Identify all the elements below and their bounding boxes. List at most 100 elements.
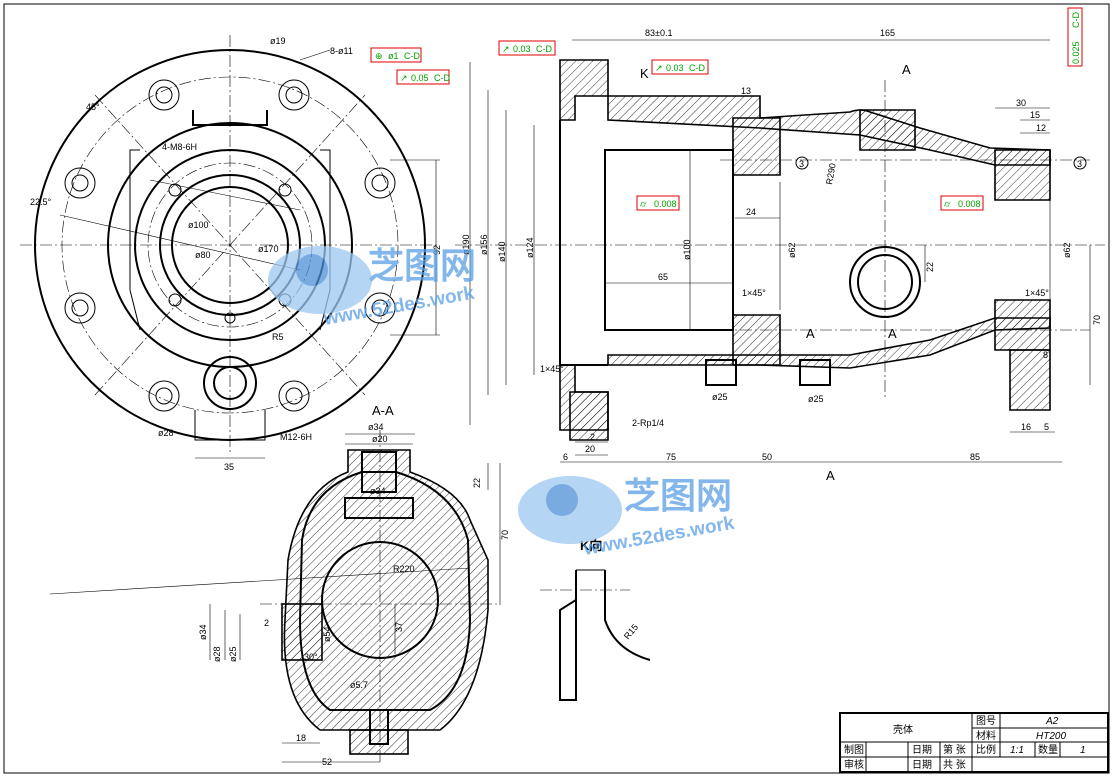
dim-d34c: ø34: [198, 624, 208, 640]
tol-pos-ref: C-D: [404, 51, 420, 61]
dim-d85: 85: [970, 452, 980, 462]
title-drawing-no-label: 图号: [976, 715, 996, 727]
dim-chamfer2: 1×45°: [742, 288, 766, 298]
title-sheet: 第 张: [943, 743, 966, 756]
dim-d25a: ø25: [712, 392, 728, 402]
dim-d28h: ø28: [212, 646, 222, 662]
dim-d165: 165: [880, 28, 895, 38]
mark-a-mid: A: [806, 326, 815, 341]
end-view: [20, 35, 440, 459]
dim-d170: ø170: [258, 244, 279, 254]
dim-d35: 35: [224, 462, 234, 472]
title-drawing-no: A2: [1045, 716, 1059, 727]
title-material: HT200: [1036, 731, 1066, 742]
dim-d34a: ø34: [368, 422, 384, 432]
dim-thread-m12: M12-6H: [280, 432, 312, 442]
dim-d124: ø124: [525, 237, 535, 258]
title-date: 日期: [912, 744, 932, 756]
title-qty: 1: [1080, 745, 1086, 756]
dim-d52: 52: [322, 757, 332, 767]
tol-runout-0025: 0.025 C-D: [1067, 7, 1083, 67]
dim-d65: 65: [658, 272, 668, 282]
title-drawn: 制图: [844, 743, 864, 756]
watermark-top: 芝图网 www.52des.work: [268, 245, 476, 330]
mark-k: K: [640, 66, 649, 81]
tol-005-value: 0.05: [411, 73, 429, 83]
dim-d34b: ø34: [370, 486, 386, 496]
title-qty-label: 数量: [1038, 743, 1058, 756]
svg-text:⌭: ⌭: [640, 199, 647, 209]
dim-d2b: 2: [264, 618, 269, 628]
title-scale-label: 比例: [976, 743, 996, 756]
section-a-a-label: A-A: [372, 403, 394, 418]
dim-d28: ø28: [158, 428, 174, 438]
dim-d62b: ø62: [1062, 242, 1072, 258]
tol-runout-005: ↗ 0.05 C-D: [396, 69, 450, 85]
dim-angle45: 45°: [86, 102, 100, 112]
title-date2: 日期: [912, 759, 932, 771]
dim-r290: R290: [824, 162, 838, 185]
dim-d24: 24: [746, 207, 756, 217]
tol-cyl-left-value: 0.008: [654, 199, 677, 209]
svg-text:↗: ↗: [400, 73, 408, 83]
dim-d80: ø80: [195, 250, 211, 260]
dim-r15: R15: [622, 622, 640, 641]
dim-d100h: ø100: [682, 239, 692, 260]
title-scale: 1:1: [1010, 745, 1024, 756]
dim-d18: 18: [296, 733, 306, 743]
dim-d83: 83±0.1: [645, 28, 672, 38]
tol-005-ref: C-D: [434, 73, 450, 83]
tol-0025-value: 0.025: [1071, 41, 1081, 64]
dim-d20b: ø20: [372, 434, 388, 444]
datum-mark-right: 3: [1077, 159, 1082, 169]
title-checked: 审核: [844, 758, 864, 771]
tolerance-frames: ⊕ ø1 C-D ↗ 0.05 C-D ↗ 0.03 C-D ↗ 0.03 C-…: [370, 7, 1083, 211]
dim-d22b: 22: [472, 478, 482, 488]
dim-d50: 50: [762, 452, 772, 462]
tol-pos-value: ø1: [388, 51, 399, 61]
dim-d25h: ø25: [228, 646, 238, 662]
svg-text:↗: ↗: [655, 63, 663, 73]
title-block: 壳体 图号 A2 材料 HT200 比例 1:1 数量 1 制图 审核 日期 日…: [839, 712, 1109, 773]
tol-runout-003-a: ↗ 0.03 C-D: [498, 40, 556, 56]
dim-d16: 16: [1021, 422, 1031, 432]
dimension-texts: ø19 8-ø11 45° 22.5° 4-M8-6H ø100 ø80 ø17…: [30, 28, 1102, 767]
datum-mark-left: 3: [799, 159, 804, 169]
tol-0025-ref: C-D: [1071, 12, 1081, 28]
dim-d2: 2: [590, 432, 595, 442]
title-material-label: 材料: [976, 729, 996, 742]
dim-d57: ø5.7: [350, 680, 368, 690]
tol-003-value: 0.03: [513, 44, 531, 54]
dim-d6: 6: [563, 452, 568, 462]
svg-text:⌭: ⌭: [944, 199, 951, 209]
dim-d22: 22: [925, 262, 935, 272]
tol-cyl-right: ⌭ 0.008: [940, 195, 984, 211]
dim-d156: ø156: [479, 234, 489, 255]
dim-d140: ø140: [497, 241, 507, 262]
watermark-brand-top: 芝图网: [368, 245, 476, 286]
dim-d62: ø62: [787, 242, 797, 258]
dim-d75: 75: [666, 452, 676, 462]
dim-d19: ø19: [270, 36, 286, 46]
dim-d100: ø100: [188, 220, 209, 230]
dim-d25b: ø25: [808, 394, 824, 404]
dim-d12: 12: [1036, 123, 1046, 133]
dim-chamfer3: 1×45°: [1025, 288, 1049, 298]
tol-position: ⊕ ø1 C-D: [370, 47, 422, 63]
dim-d37: 37: [394, 622, 404, 632]
dim-d30: 30: [1016, 98, 1026, 108]
svg-text:⊕: ⊕: [375, 51, 383, 61]
dim-d92: 92: [432, 245, 442, 255]
view-labels: A-A K向 K A A A A 3 3: [372, 62, 1087, 553]
dim-d30deg: 30°: [304, 652, 318, 662]
dim-d70: 70: [1092, 315, 1102, 325]
dim-rp: 2-Rp1/4: [632, 418, 664, 428]
section-a-a-view: [49, 430, 501, 763]
dim-d190: ø190: [461, 234, 471, 255]
watermark-brand-bottom: 芝图网: [624, 475, 732, 516]
dim-d8: 8: [1043, 350, 1048, 360]
dim-r5: R5: [272, 332, 284, 342]
tol-003b-value: 0.03: [666, 63, 684, 73]
dim-holes: 8-ø11: [330, 46, 353, 56]
